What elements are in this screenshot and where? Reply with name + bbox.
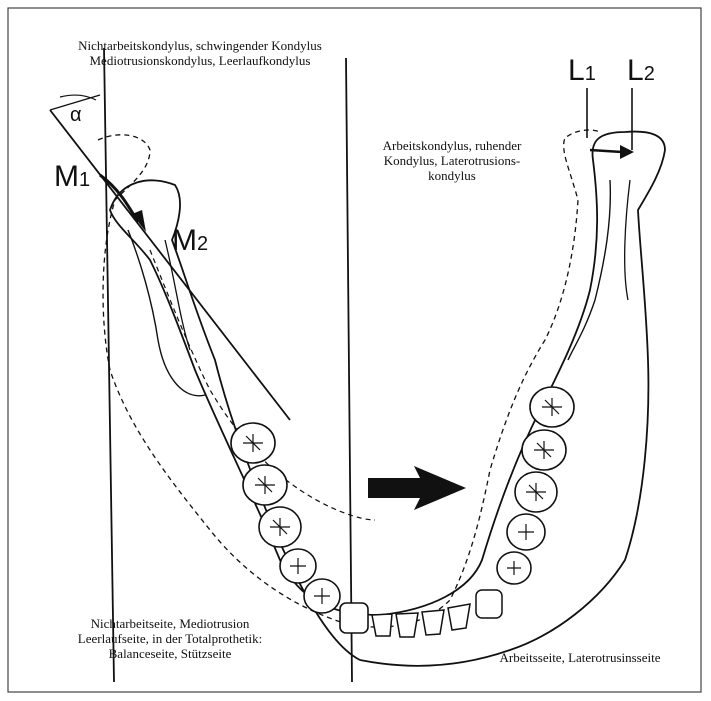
l2-subscript: 2 <box>644 63 655 85</box>
m1-subscript: 1 <box>79 169 90 191</box>
l1-label: L1 <box>568 54 596 88</box>
l2-label: L2 <box>627 54 655 88</box>
m1-letter: M <box>54 160 79 193</box>
tooth <box>340 603 368 633</box>
l2-letter: L <box>627 54 644 87</box>
top-left-caption: Nichtarbeitskondylus, schwingender Kondy… <box>30 38 370 68</box>
tooth <box>372 614 392 636</box>
m2-letter: M <box>172 224 197 257</box>
top-right-caption-line-1: Arbeitskondylus, ruhender <box>352 138 552 153</box>
alpha-symbol: α <box>70 104 82 127</box>
bottom-left-caption-line-2: Leerlaufseite, in der Totalprothetik: <box>40 631 300 646</box>
top-right-caption: Arbeitskondylus, ruhender Kondylus, Late… <box>352 138 552 183</box>
top-left-caption-line-2: Mediotrusionskondylus, Leerlaufkondylus <box>30 53 370 68</box>
tooth <box>422 610 444 635</box>
m1-label: M1 <box>54 160 90 194</box>
tooth <box>448 604 470 630</box>
l1-subscript: 1 <box>585 63 596 85</box>
m2-subscript: 2 <box>197 233 208 255</box>
tooth <box>396 613 418 637</box>
top-right-caption-line-2: Kondylus, Laterotrusions- <box>352 153 552 168</box>
bottom-left-caption-line-1: Nichtarbeitseite, Mediotrusion <box>40 616 300 631</box>
top-left-caption-line-1: Nichtarbeitskondylus, schwingender Kondy… <box>30 38 370 53</box>
l1-letter: L <box>568 54 585 87</box>
tooth <box>476 590 502 618</box>
bottom-right-caption: Arbeitsseite, Laterotrusinsseite <box>465 650 695 665</box>
top-right-caption-line-3: kondylus <box>352 168 552 183</box>
m2-label: M2 <box>172 224 208 258</box>
bottom-left-caption-line-3: Balanceseite, Stützseite <box>40 646 300 661</box>
bottom-left-caption: Nichtarbeitseite, Mediotrusion Leerlaufs… <box>40 616 300 661</box>
